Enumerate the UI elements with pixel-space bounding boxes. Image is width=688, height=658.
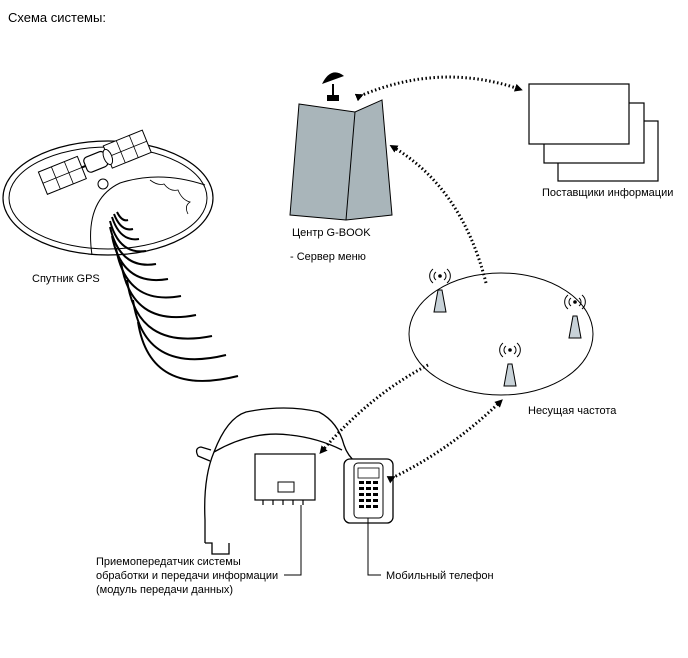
wireless-links [319,75,523,484]
link-carrier-center [389,144,488,284]
satellite-dish-icon [322,72,344,101]
carrier-label: Несущая частота [528,405,617,417]
carrier-network [408,272,594,396]
center-label: Центр G-BOOK [292,227,371,239]
satellite-icon [37,129,152,195]
link-center-providers [354,75,523,102]
car-icon [195,407,393,555]
mobile-phone-icon [343,458,394,524]
document-stack-icon [528,83,659,182]
server-building-icon [289,99,393,221]
gps-signal-waves [109,211,239,382]
cell-tower-icon [499,342,521,387]
menu-server-label: - Сервер меню [290,251,366,263]
link-carrier-module [319,363,429,455]
transceiver-label-line2: обработки и передачи информации [96,570,279,582]
transceiver-label-line1: Приемопередатчик системы [96,556,241,568]
gps-label: Спутник GPS [32,273,100,285]
transceiver-label-line3: (модуль передачи данных) [96,584,234,596]
label-leaders [284,505,381,576]
cell-tower-icon [564,294,586,339]
cell-tower-icon [429,268,451,313]
data-module-icon [254,453,316,505]
link-phone-carrier [386,399,503,484]
phone-label: Мобильный телефон [386,570,494,582]
providers-label: Поставщики информации [542,187,674,199]
page-title: Схема системы: [8,10,106,25]
